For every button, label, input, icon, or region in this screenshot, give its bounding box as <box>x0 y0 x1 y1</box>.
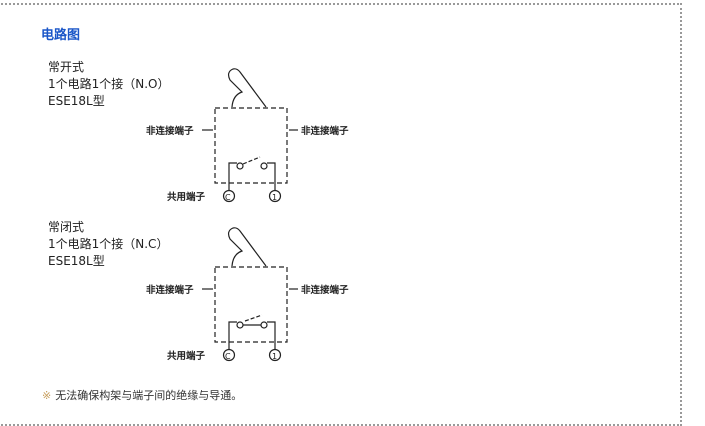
note-text: 无法确保构架与端子间的绝缘与导通。 <box>55 389 243 402</box>
terminal-1-marker <box>268 348 282 362</box>
model-label: ESE18L型 <box>48 94 105 108</box>
content-panel <box>0 3 682 426</box>
section-title: 电路图 <box>41 28 81 43</box>
left-terminal-label: 非连接端子 <box>146 125 194 137</box>
switch-body-outline <box>214 107 288 184</box>
switch-diagram-nc <box>202 227 298 362</box>
common-terminal-label: 共用端子 <box>167 191 206 203</box>
type-label: 常闭式 <box>48 220 85 234</box>
switch-body-outline <box>214 266 288 343</box>
terminal-c-marker <box>222 348 236 362</box>
note-mark: ※ <box>42 389 52 402</box>
terminal-c-label: C <box>225 193 231 202</box>
terminal-1-label: 1 <box>272 193 277 202</box>
contact-point <box>236 321 244 329</box>
left-terminal-label: 非连接端子 <box>146 284 194 296</box>
terminal-1-label: 1 <box>272 352 277 361</box>
circuit-label: 1个电路1个接（N.O） <box>48 77 170 91</box>
model-label: ESE18L型 <box>48 254 105 268</box>
right-terminal-label: 非连接端子 <box>301 284 349 296</box>
terminal-c-marker <box>222 189 236 203</box>
footnote: ※无法确保构架与端子间的绝缘与导通。 <box>42 387 242 403</box>
circuit-label: 1个电路1个接（N.C） <box>48 237 169 251</box>
right-terminal-label: 非连接端子 <box>301 125 349 137</box>
terminal-c-label: C <box>225 352 231 361</box>
switch-diagram-no <box>202 68 298 203</box>
diagram-nc-description: 常闭式 1个电路1个接（N.C） ESE18L型 <box>48 219 168 270</box>
terminal-1-marker <box>268 189 282 203</box>
diagram-no-description: 常开式 1个电路1个接（N.O） ESE18L型 <box>48 59 170 110</box>
contact-point <box>260 162 268 170</box>
common-terminal-label: 共用端子 <box>167 350 206 362</box>
contact-point <box>260 321 268 329</box>
toggle-lever <box>227 68 267 108</box>
contact-point <box>236 162 244 170</box>
type-label: 常开式 <box>48 60 85 74</box>
toggle-lever <box>227 227 267 267</box>
